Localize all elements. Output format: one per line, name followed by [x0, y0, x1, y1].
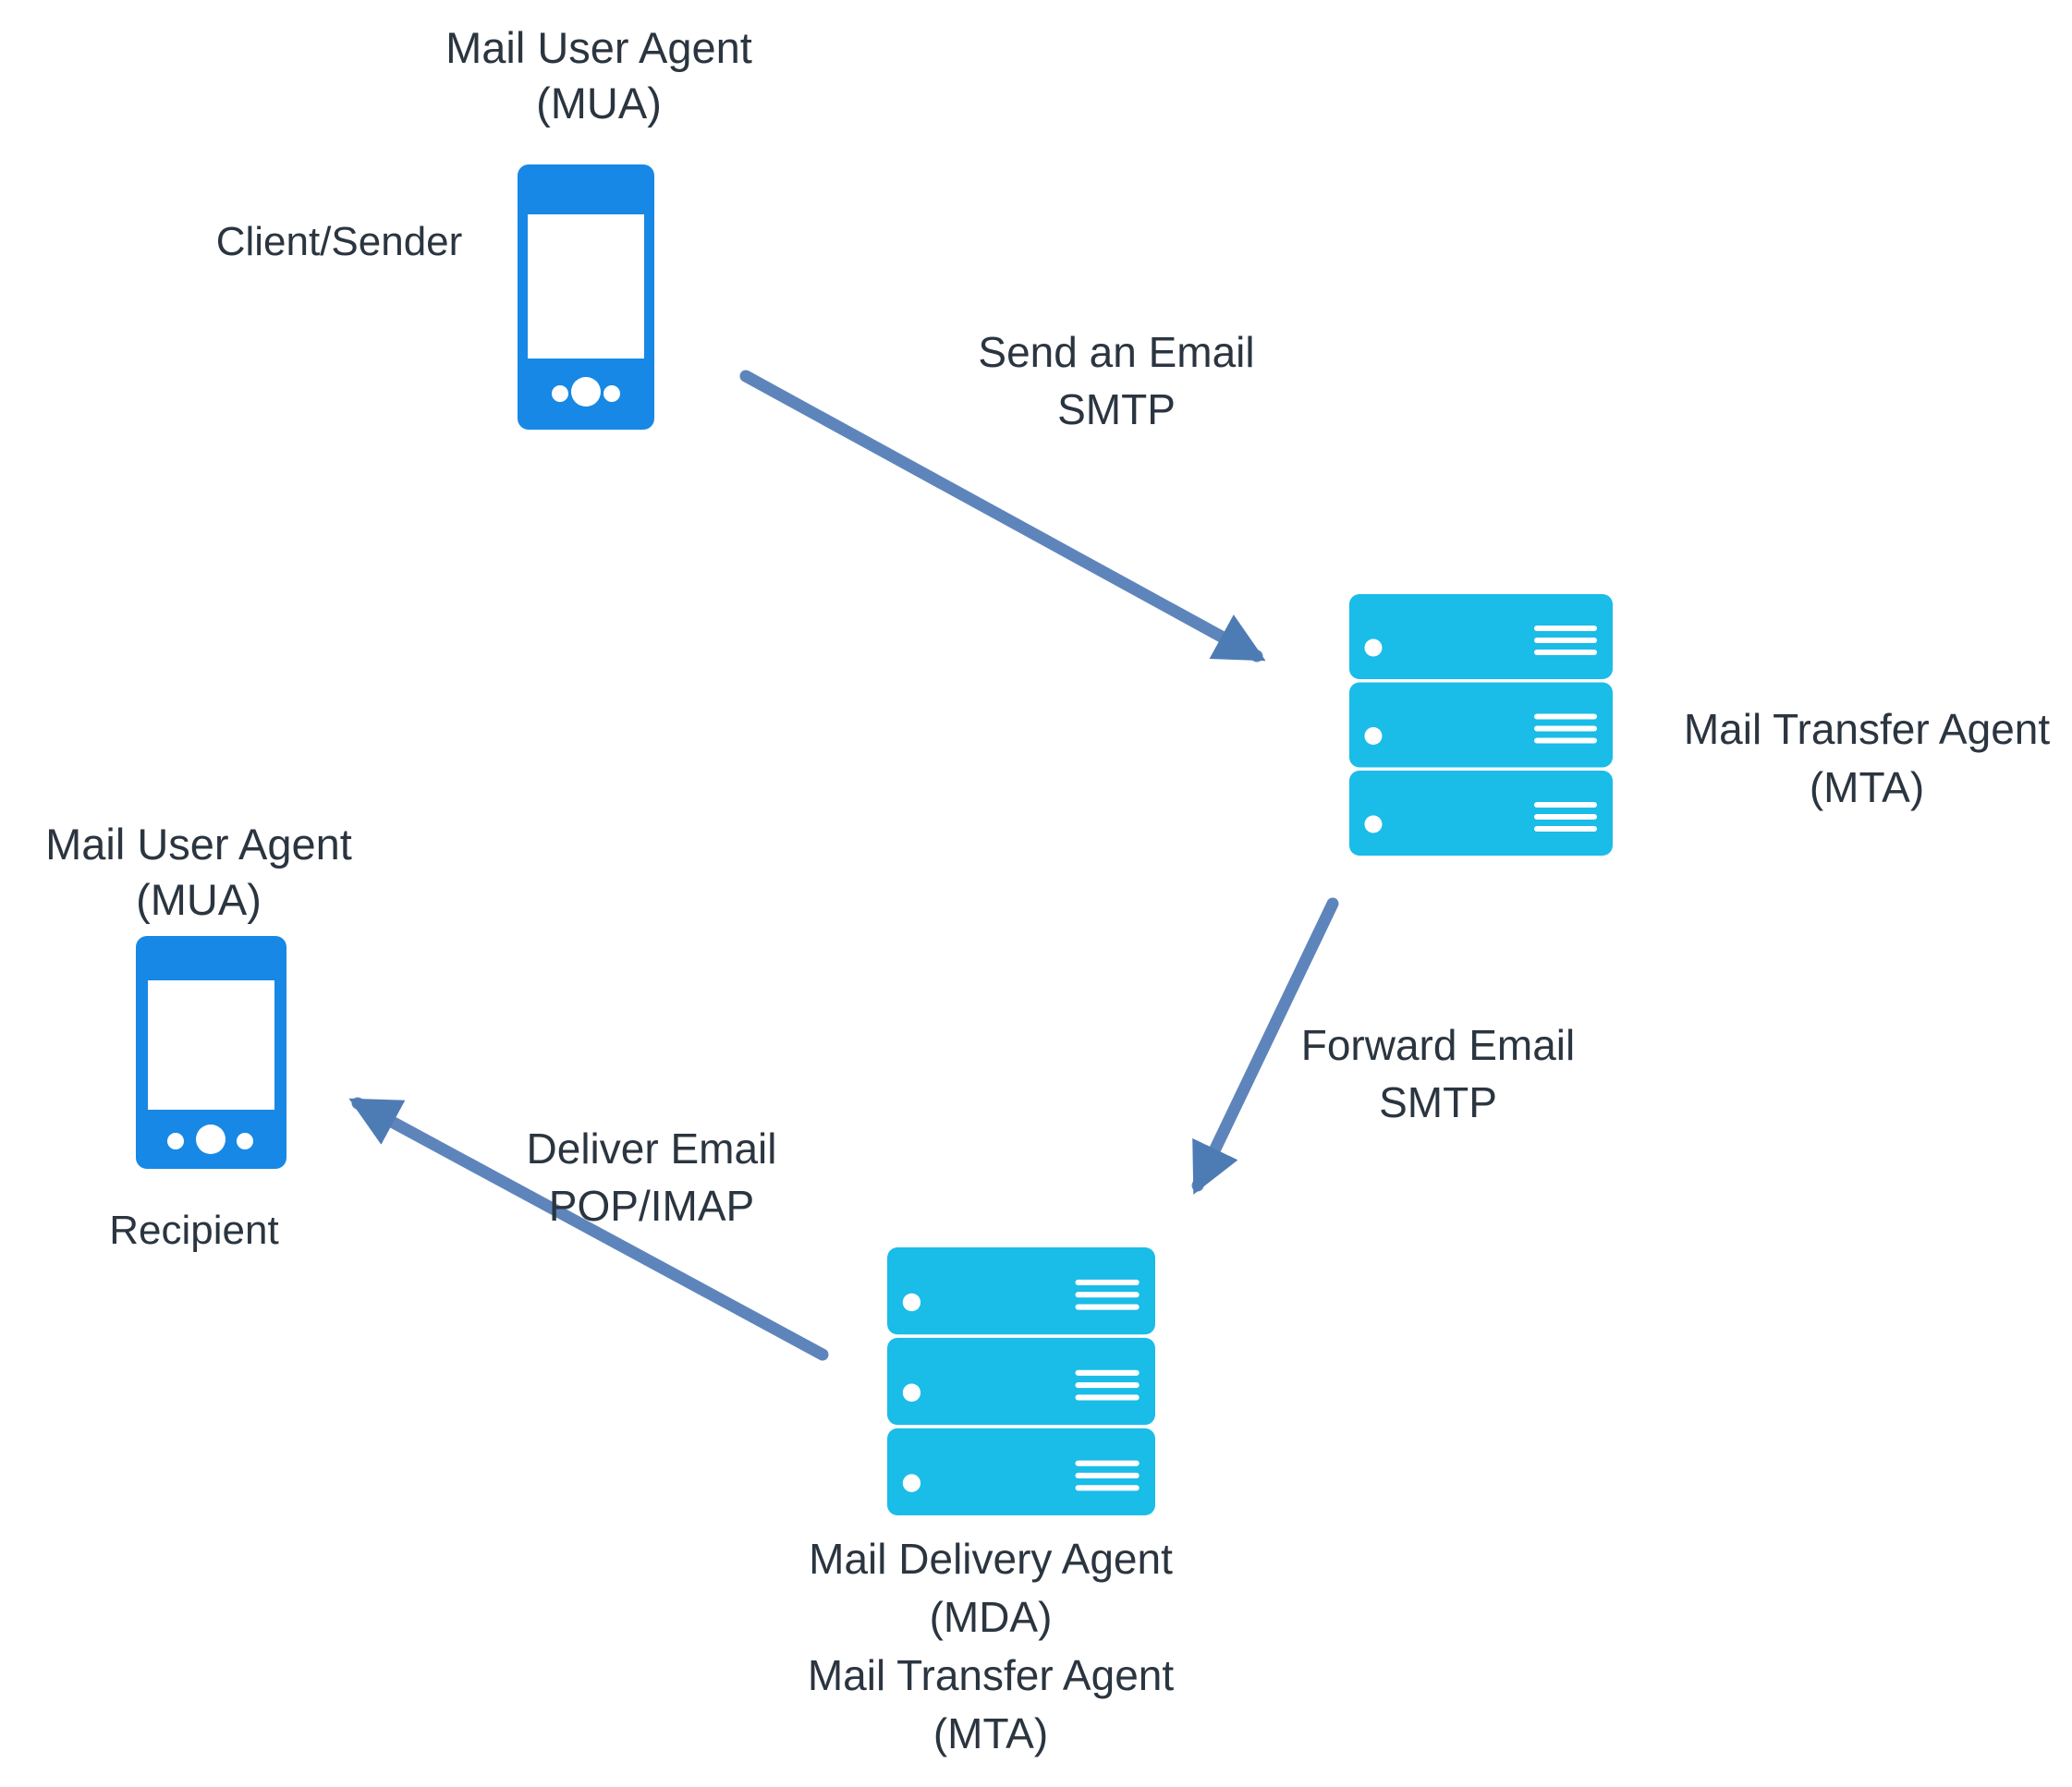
send-email-label-line1: Send an Email [978, 328, 1255, 376]
forward-email-label-line1: Forward Email [1300, 1021, 1576, 1069]
deliver-email-label-line1: Deliver Email [526, 1124, 777, 1173]
mda-server-stack-icon [887, 1247, 1155, 1515]
mda-label: Mail Delivery Agent (MDA) Mail Transfer … [760, 1530, 1222, 1763]
recipient-mua-title-line1: Mail User Agent [45, 820, 352, 869]
send-email-label-line2: SMTP [1057, 385, 1176, 433]
mda-label-line1: Mail Delivery Agent [809, 1535, 1173, 1583]
forward-email-label-line2: SMTP [1379, 1078, 1497, 1126]
mta-label-line1: Mail Transfer Agent [1683, 705, 2051, 753]
mda-label-line2: (MDA) [929, 1593, 1053, 1641]
mda-label-line4: (MTA) [932, 1709, 1049, 1757]
sender-mua-title-line2: (MUA) [536, 79, 662, 128]
deliver-email-edge-label: Deliver Email POP/IMAP [420, 1120, 883, 1234]
recipient-mua-title: Mail User Agent (MUA) [32, 817, 365, 928]
mta-label: Mail Transfer Agent (MTA) [1664, 700, 2070, 817]
mda-label-line3: Mail Transfer Agent [807, 1651, 1175, 1699]
recipient-label: Recipient [109, 1208, 279, 1253]
send-email-edge-label: Send an Email SMTP [885, 323, 1347, 438]
mta-label-line2: (MTA) [1809, 763, 1925, 811]
recipient-smartphone-icon [136, 936, 286, 1169]
sender-mua-title-line1: Mail User Agent [445, 23, 752, 72]
forward-email-edge-label: Forward Email SMTP [1207, 1016, 1669, 1131]
deliver-email-label-line2: POP/IMAP [548, 1182, 755, 1230]
sender-smartphone-icon [518, 164, 654, 430]
mta-server-stack-icon [1349, 594, 1613, 856]
client-sender-label: Client/Sender [215, 219, 463, 264]
recipient-mua-title-line2: (MUA) [136, 875, 262, 924]
sender-mua-title: Mail User Agent (MUA) [359, 20, 839, 131]
